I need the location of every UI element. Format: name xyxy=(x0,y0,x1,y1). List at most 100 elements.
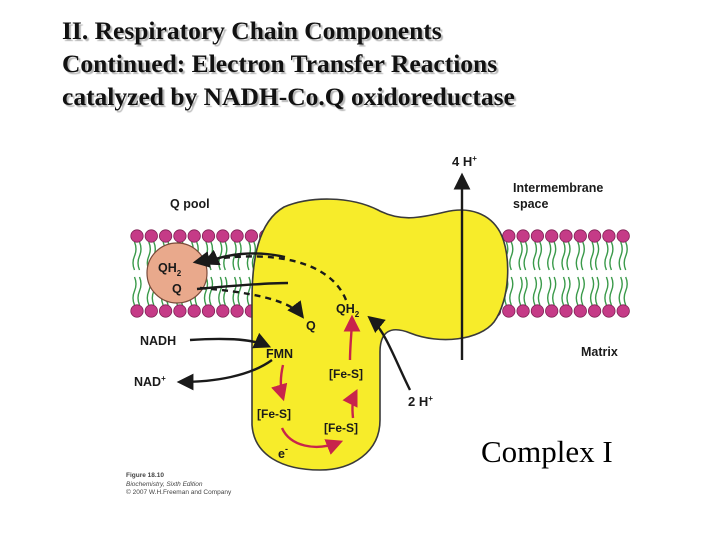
title-line-1: II. Respiratory Chain Components xyxy=(62,16,442,45)
complex-i-label: Complex I xyxy=(481,434,613,469)
lipid-head xyxy=(530,229,545,243)
lipid-head xyxy=(616,229,630,243)
lipid-tail xyxy=(532,241,538,271)
book-title: Biochemistry, Sixth Edition xyxy=(126,480,203,488)
lipid-head xyxy=(573,229,587,243)
figure-number: Figure 18.10 xyxy=(126,472,164,479)
lipid-tail xyxy=(208,241,214,271)
nad-plus-arrow xyxy=(176,359,273,391)
lipid-tail xyxy=(251,241,257,271)
space-label: space xyxy=(513,197,548,211)
lipid-tail xyxy=(509,241,514,271)
fes-label-3: [Fe-S] xyxy=(324,421,358,435)
dashed-arrow-lower xyxy=(199,286,305,319)
dashed-arrow-upper xyxy=(192,251,348,301)
fes-label-2: [Fe-S] xyxy=(257,407,291,421)
copyright-line: © 2007 W.H.Freeman and Company xyxy=(126,489,232,496)
lipid-tail xyxy=(604,276,609,306)
lipid-tail xyxy=(237,276,242,306)
proton-bottom-label: 2 H+ xyxy=(408,394,433,409)
qh2-to-pool-arrow xyxy=(201,249,286,266)
q-pool-label: Q pool xyxy=(170,197,210,211)
title-line-2: Continued: Electron Transfer Reactions xyxy=(62,49,498,78)
lipid-head xyxy=(602,304,616,318)
electron-label: e- xyxy=(278,444,288,461)
lipid-head xyxy=(230,229,244,243)
q-to-complex-arrow xyxy=(196,281,289,291)
lipid-head xyxy=(159,304,173,318)
lipid-tail xyxy=(618,276,623,306)
lipid-head xyxy=(559,304,573,318)
lipid-head xyxy=(187,229,201,243)
lipid-tail xyxy=(552,276,557,306)
lipid-head xyxy=(130,304,144,318)
fes-label-1: [Fe-S] xyxy=(329,367,363,381)
lipid-tail xyxy=(566,241,571,271)
lipid-tail xyxy=(518,276,523,306)
lipid-tail xyxy=(518,241,523,271)
fmn-label: FMN xyxy=(266,347,293,361)
lipid-tail xyxy=(561,241,566,271)
lipid-tail xyxy=(218,241,223,271)
lipid-head xyxy=(144,304,158,318)
figure-caption: Figure 18.10 Biochemistry, Sixth Edition… xyxy=(126,472,231,498)
lipid-tail xyxy=(137,241,142,271)
lipid-head xyxy=(616,304,630,318)
lipid-tail xyxy=(132,241,137,271)
lipid-head xyxy=(144,229,158,243)
lipid-tail xyxy=(547,276,552,306)
matrix-label: Matrix xyxy=(581,345,618,359)
lipid-tail xyxy=(547,241,552,271)
lipid-tail xyxy=(594,241,600,271)
lipid-head xyxy=(587,304,602,318)
lipid-tail xyxy=(609,276,614,306)
lipid-tail xyxy=(618,241,623,271)
proton-entry-arrow xyxy=(367,315,412,391)
lipid-head xyxy=(587,229,602,243)
lipid-tail xyxy=(589,276,595,306)
lipid-tail xyxy=(246,276,252,306)
lipid-tail xyxy=(609,241,614,271)
electron-flow-to-q xyxy=(343,314,361,361)
q-inner-label: Q xyxy=(306,319,316,333)
lipid-tail xyxy=(623,241,628,271)
qh2-inner-label: QH2 xyxy=(336,302,360,319)
lipid-head xyxy=(187,304,201,318)
nad-plus-label: NAD+ xyxy=(134,374,166,389)
lipid-tail xyxy=(532,276,538,306)
lipid-head xyxy=(545,229,559,243)
lipid-tail xyxy=(594,276,600,306)
lipid-tail xyxy=(523,276,528,306)
lipid-head xyxy=(502,229,516,243)
lipid-tail xyxy=(580,241,585,271)
electron-flow-up xyxy=(342,388,358,419)
lipid-tail xyxy=(561,276,566,306)
lipid-tail xyxy=(552,241,557,271)
lipid-tail xyxy=(208,276,214,306)
q-pool-circle xyxy=(146,242,208,304)
lipid-tail xyxy=(604,241,609,271)
lipid-tail xyxy=(509,276,514,306)
lipid-tail xyxy=(589,241,595,271)
lipid-head xyxy=(545,304,559,318)
lipid-head xyxy=(201,229,216,243)
electron-flow-fmn-to-fes xyxy=(271,364,288,402)
lipid-head xyxy=(573,304,587,318)
lipid-tail xyxy=(203,276,209,306)
lipid-tail xyxy=(575,241,580,271)
lipid-tail xyxy=(580,276,585,306)
proton-top-label: 4 H+ xyxy=(452,154,477,169)
slide-title: II. Respiratory Chain Components Continu… xyxy=(62,14,702,113)
nadh-arrow xyxy=(189,332,272,349)
lipid-tail xyxy=(523,241,528,271)
lipid-tail xyxy=(232,241,237,271)
lipid-head xyxy=(602,229,616,243)
q-left-label: Q xyxy=(172,282,182,296)
lipid-tail xyxy=(623,276,628,306)
lipid-head xyxy=(173,304,187,318)
lipid-tail xyxy=(137,276,142,306)
lipid-head xyxy=(516,304,530,318)
lipid-head xyxy=(230,304,244,318)
lipid-tail xyxy=(218,276,223,306)
